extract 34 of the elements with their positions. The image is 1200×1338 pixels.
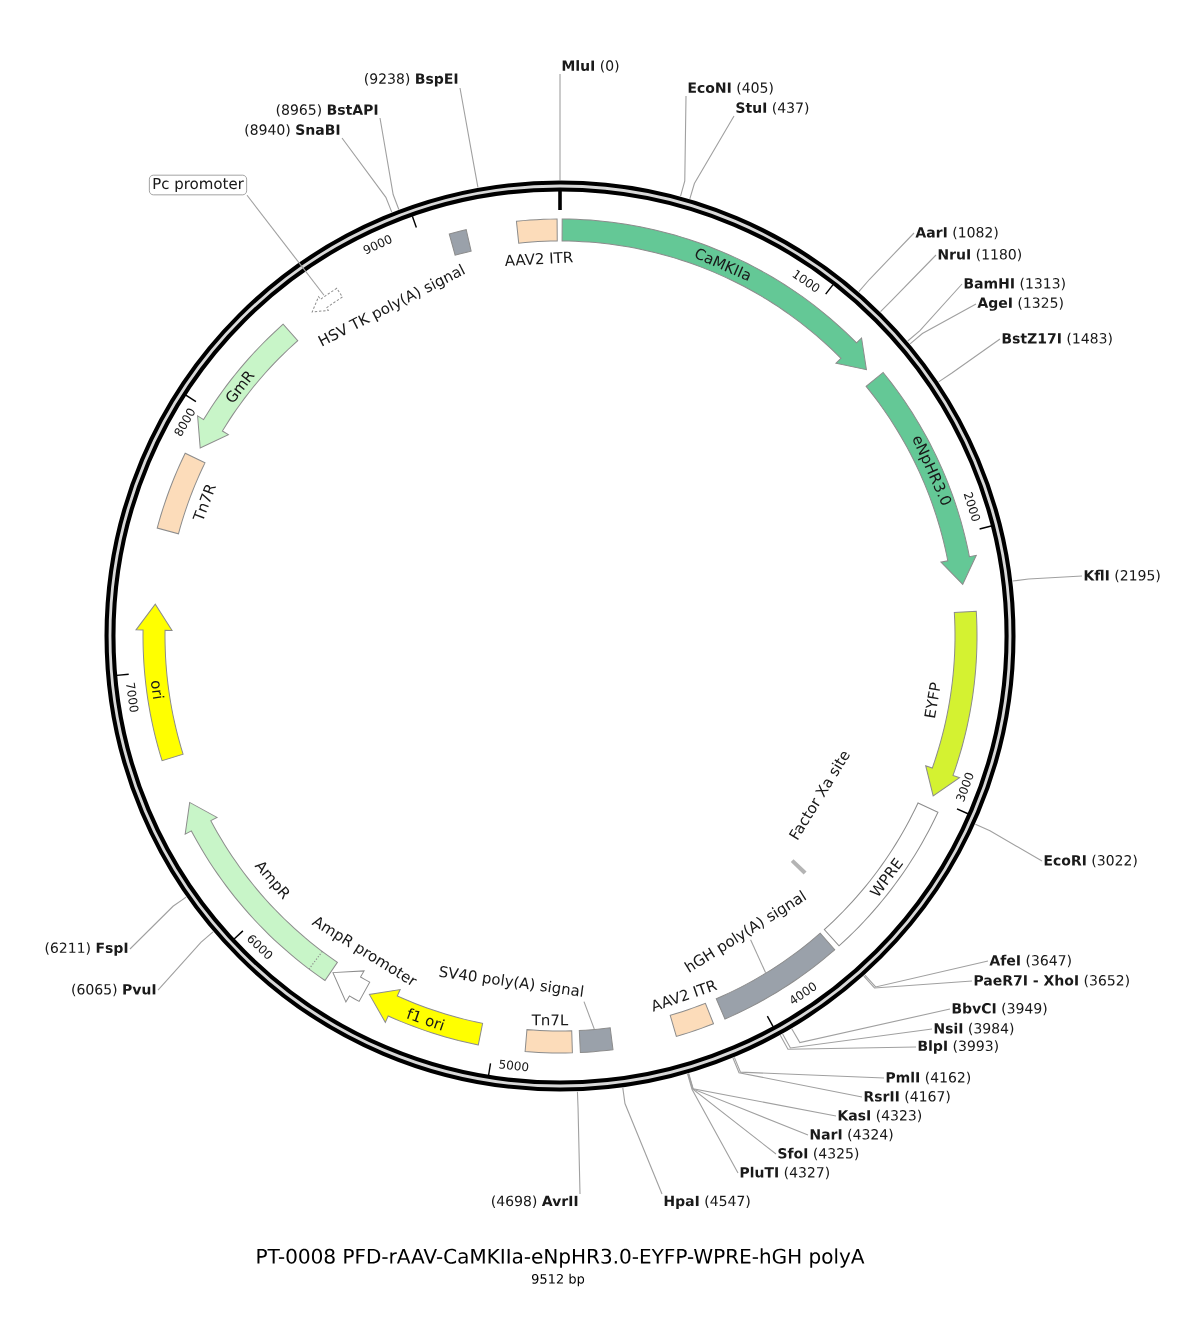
leader-line (791, 1008, 951, 1044)
leader-line (750, 939, 767, 974)
leader-line (622, 1087, 663, 1195)
feature-segment (311, 287, 343, 313)
leader-line (687, 1073, 777, 1155)
leader-line (379, 117, 400, 210)
leader-line (733, 1056, 885, 1079)
leader-line (909, 303, 977, 345)
leader-line (687, 1073, 809, 1136)
leader-line (863, 975, 973, 989)
leader-line (129, 896, 187, 950)
leader-line (1012, 575, 1083, 582)
leader-line (680, 95, 687, 197)
leader-line (341, 137, 393, 213)
leader-line (782, 1028, 933, 1049)
leader-line (689, 115, 735, 200)
leader-line (576, 1091, 581, 1195)
leader-line (938, 338, 1001, 383)
leader-line (687, 1073, 739, 1174)
leader-line (559, 73, 561, 181)
leader-line (157, 931, 214, 991)
leader-line (974, 823, 1043, 862)
feature-box (578, 1027, 614, 1053)
leader-line (907, 283, 963, 342)
leader-line (583, 1001, 595, 1030)
leader-line (246, 194, 325, 296)
title: PT-0008 PFD-rAAV-CaMKIIa-eNpHR3.0-EYFP-WPRE-hGH polyA (257, 1248, 865, 1268)
leader-line (459, 87, 479, 188)
leader-line (880, 254, 937, 313)
leader-line (864, 960, 989, 988)
leader-line (732, 1057, 863, 1098)
leader-line (779, 1034, 917, 1050)
leader-line (688, 1072, 837, 1117)
leader-line (858, 232, 915, 293)
